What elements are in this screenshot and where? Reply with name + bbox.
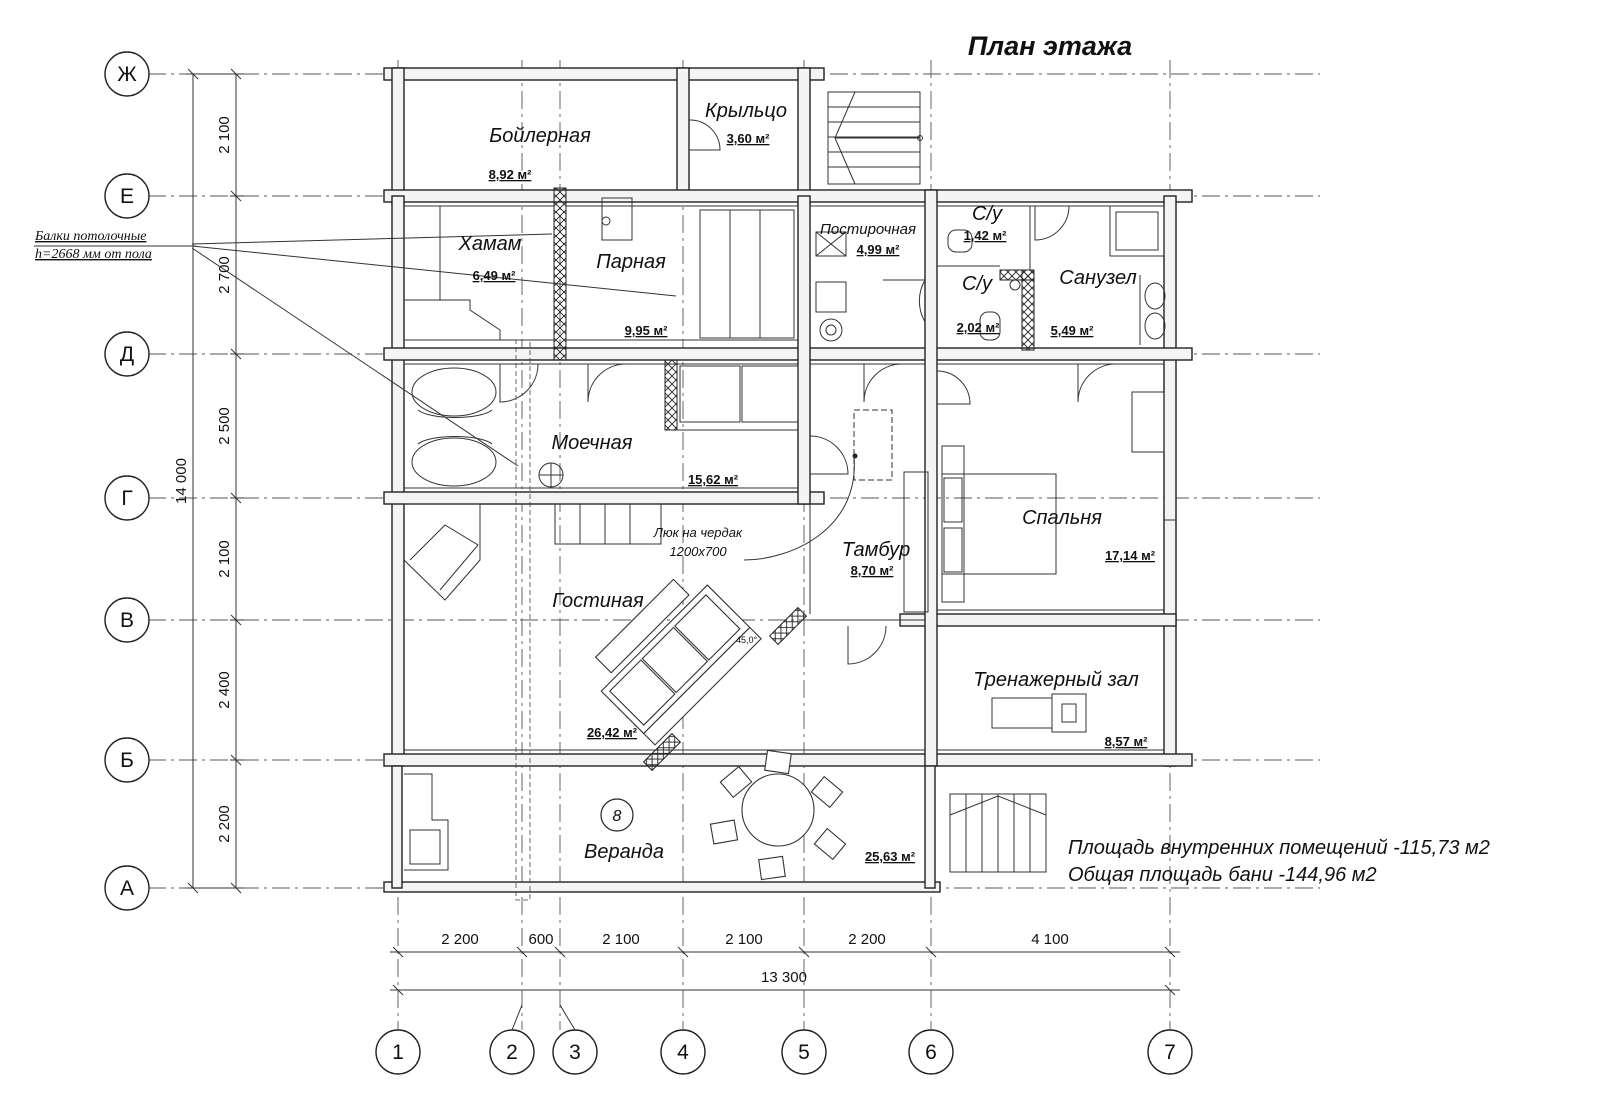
- axis-label-col-3: 3: [569, 1041, 581, 1064]
- summary-inner-area: Площадь внутренних помещений -115,73 м2: [1068, 837, 1490, 859]
- room-area-steam: 9,95 м²: [625, 323, 669, 338]
- room-area-bedroom: 17,14 м²: [1105, 548, 1156, 563]
- dim-v-2: 2 700: [216, 256, 233, 294]
- vertical-dimension-chain: 2 100 2 700 2 500 2 100 2 400 2 200 14 0…: [173, 68, 244, 894]
- beams-leaders: [34, 233, 677, 467]
- room-labels: Бойлерная 8,92 м² Крыльцо 3,60 м² Хамам …: [457, 100, 1155, 864]
- dim-h-total: 13 300: [761, 969, 807, 986]
- walls: [383, 67, 1193, 893]
- room-area-living: 26,42 м²: [587, 725, 638, 740]
- dim-h-1: 2 200: [441, 931, 479, 948]
- room-name-living: Гостиная: [552, 590, 644, 612]
- room-area-boiler: 8,92 м²: [489, 167, 533, 182]
- room-area-veranda: 25,63 м²: [865, 849, 916, 864]
- axis-label-row-zh: Ж: [117, 63, 137, 86]
- room-area-laundry: 4,99 м²: [857, 242, 901, 257]
- room-name-wc2: С/у: [962, 273, 993, 295]
- room-area-wc2: 2,02 м²: [957, 320, 1001, 335]
- partitions: [403, 91, 1176, 901]
- axis-bubble-row-zh: [104, 51, 150, 97]
- room-name-veranda: Веранда: [584, 841, 664, 863]
- dining-table: [709, 749, 847, 881]
- beams-note-line1: Балки потолочные: [34, 229, 146, 244]
- room-name-laundry: Постирочная: [820, 221, 916, 238]
- axis-bubble-row-v: [104, 597, 150, 643]
- axis-label-col-6: 6: [925, 1041, 937, 1064]
- hatch-note-line2: 1200х700: [669, 544, 727, 559]
- axis-label-col-4: 4: [677, 1041, 689, 1064]
- horizontal-dimension-chain: 2 200 600 2 100 2 100 2 200 4 100 13 300: [390, 931, 1180, 996]
- axis-label-row-b: Б: [120, 749, 134, 772]
- stair-mark-circle: [600, 798, 634, 832]
- dim-h-3: 2 100: [602, 931, 640, 948]
- room-name-wc1: С/у: [972, 203, 1003, 225]
- room-name-porch: Крыльцо: [705, 100, 787, 122]
- axis-bubble-row-g: [104, 475, 150, 521]
- dim-v-5: 2 400: [216, 671, 233, 709]
- axis-bubble-row-b: [104, 737, 150, 783]
- axis-label-row-g: Г: [121, 487, 132, 510]
- room-name-hamam: Хамам: [457, 233, 521, 255]
- dim-h-6: 4 100: [1031, 931, 1069, 948]
- plan-title: План этажа: [968, 31, 1132, 61]
- dim-h-5: 2 200: [848, 931, 886, 948]
- room-name-steam: Парная: [596, 251, 666, 273]
- dim-v-total: 14 000: [173, 458, 190, 504]
- room-name-gym: Тренажерный зал: [973, 669, 1139, 691]
- room-area-wc1: 1,42 м²: [964, 228, 1008, 243]
- axis-label-row-e: Е: [120, 185, 134, 208]
- room-name-wash: Моечная: [552, 432, 633, 454]
- room-area-bath: 5,49 м²: [1051, 323, 1095, 338]
- axis-label-row-v: В: [120, 609, 134, 632]
- hatch-note-line1: Люк на чердак: [653, 525, 743, 540]
- axis-label-col-2: 2: [506, 1041, 518, 1064]
- sofa-furniture: [594, 578, 762, 746]
- dim-v-4: 2 100: [216, 540, 233, 578]
- dim-h-4: 2 100: [725, 931, 763, 948]
- dim-v-3: 2 500: [216, 407, 233, 445]
- room-area-hamam: 6,49 м²: [473, 268, 517, 283]
- room-name-boiler: Бойлерная: [489, 125, 591, 147]
- room-area-wash: 15,62 м²: [688, 472, 739, 487]
- room-name-hall: Тамбур: [842, 539, 911, 561]
- axis-label-col-5: 5: [798, 1041, 810, 1064]
- axis-bubble-row-e: [104, 173, 150, 219]
- column-axis-markers: 1 2 3 4 5 6 7: [375, 1004, 1193, 1075]
- dim-h-2: 600: [528, 931, 553, 948]
- room-area-hall: 8,70 м²: [851, 563, 895, 578]
- row-axis-markers: Ж Е Д Г В Б А: [104, 51, 150, 911]
- dim-v-6: 2 200: [216, 805, 233, 843]
- axis-label-col-7: 7: [1164, 1041, 1176, 1064]
- axis-bubble-row-d: [104, 331, 150, 377]
- room-area-porch: 3,60 м²: [727, 131, 771, 146]
- axis-label-col-1: 1: [392, 1041, 404, 1064]
- room-name-bedroom: Спальня: [1022, 507, 1102, 529]
- angle-mark: 45,0°: [736, 635, 758, 645]
- dim-v-1: 2 100: [216, 116, 233, 154]
- summary-total-area: Общая площадь бани -144,96 м2: [1068, 864, 1377, 886]
- room-name-bath: Санузел: [1059, 267, 1137, 289]
- axis-label-row-d: Д: [120, 343, 134, 366]
- room-area-gym: 8,57 м²: [1105, 734, 1149, 749]
- stair-mark: 8: [613, 808, 622, 825]
- beams-note-line2: h=2668 мм от пола: [35, 247, 152, 262]
- axis-bubble-row-a: [104, 865, 150, 911]
- axis-label-row-a: А: [120, 877, 134, 900]
